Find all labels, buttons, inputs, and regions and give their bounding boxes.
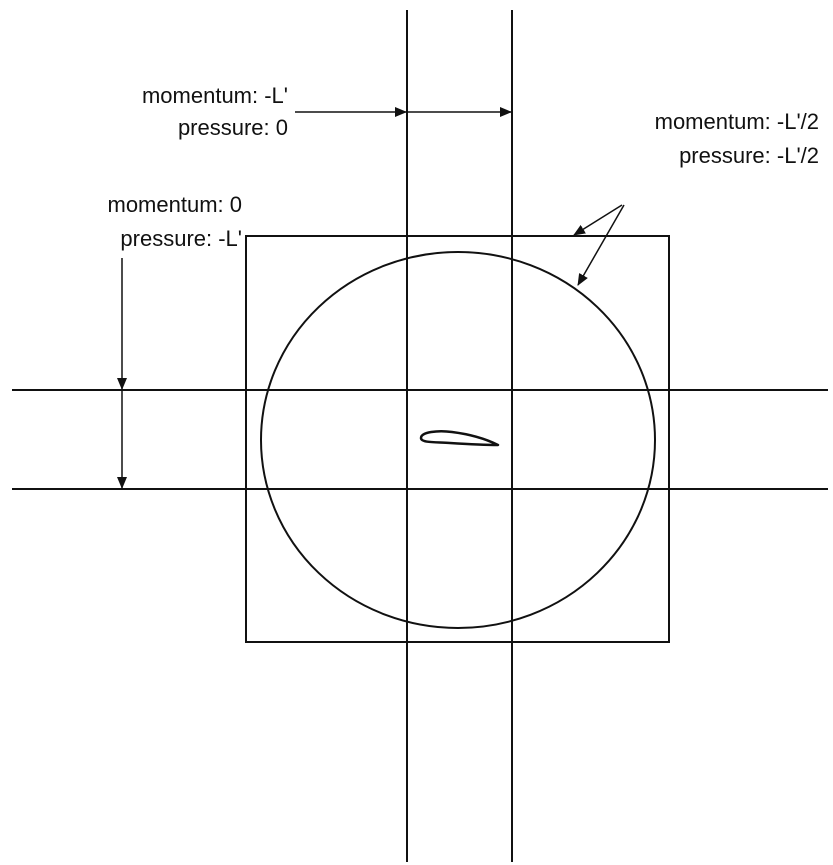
box-circle-momentum-label: momentum: -L'/2 bbox=[655, 109, 819, 134]
horizontal-strip-pressure-label: pressure: -L' bbox=[120, 226, 242, 251]
box-circle-pressure-label: pressure: -L'/2 bbox=[679, 143, 819, 168]
box-edge-arrow bbox=[573, 204, 623, 236]
circular-control-volume bbox=[260, 251, 656, 629]
square-control-volume bbox=[245, 235, 670, 643]
airfoil-shape bbox=[419, 430, 500, 447]
vertical-strip-pressure-label: pressure: 0 bbox=[178, 115, 288, 140]
vertical-strip-momentum-label: momentum: -L' bbox=[142, 83, 288, 108]
circle-arrow bbox=[577, 204, 625, 286]
horizontal-strip-momentum-label: momentum: 0 bbox=[108, 192, 243, 217]
